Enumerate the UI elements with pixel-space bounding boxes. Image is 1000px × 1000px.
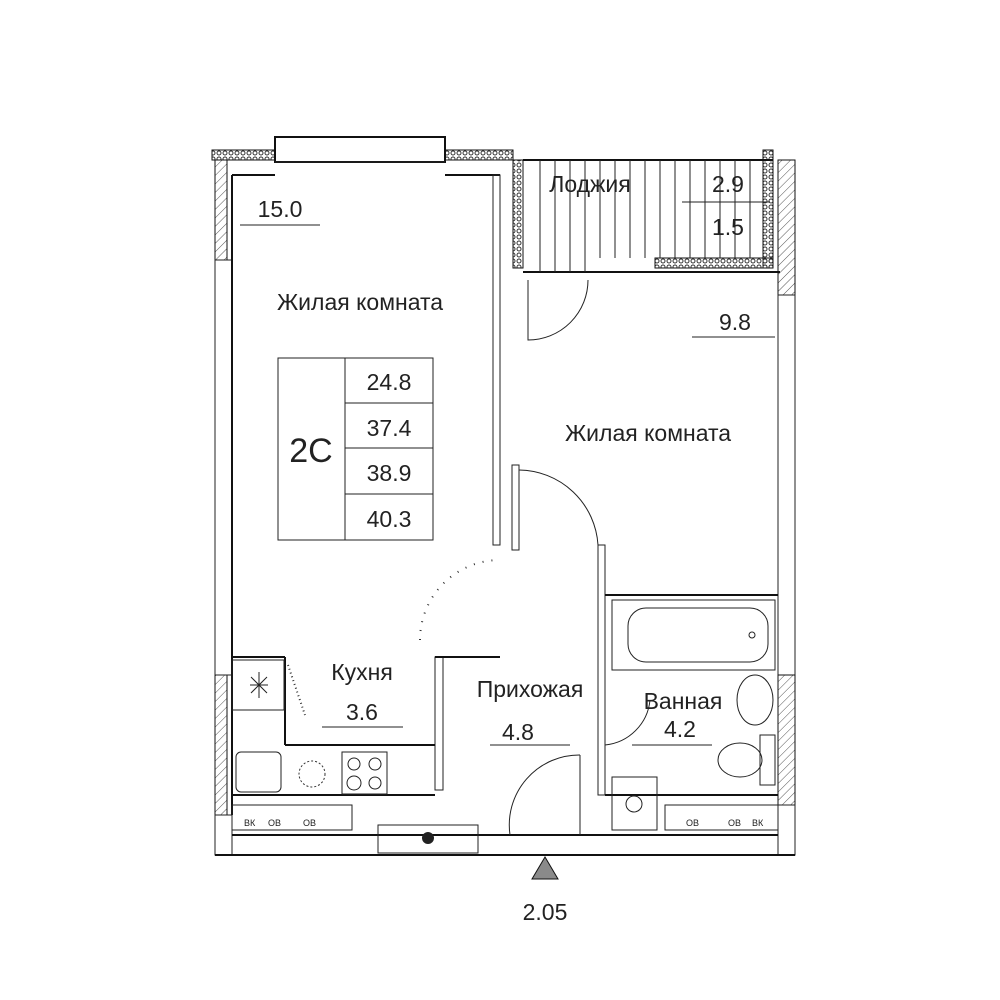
ceiling-height: 2.05 [523, 899, 568, 925]
bathtub-icon [627, 607, 769, 663]
area-total: 37.4 [367, 415, 412, 441]
washing-machine-icon [611, 776, 658, 831]
riser-label-ov: ОВ [686, 818, 699, 828]
room-name: Прихожая [477, 676, 584, 702]
washbasin-icon [736, 674, 774, 726]
riser-label-ov: ОВ [268, 818, 281, 828]
riser-label-vk: ВК [752, 818, 764, 828]
electric-panel-icon [422, 832, 434, 844]
apartment-type: 2С [289, 432, 332, 470]
interior-walls [232, 174, 778, 796]
apartment-summary-table: 2С 24.8 37.4 38.9 40.3 [277, 357, 434, 541]
room-area: 3.6 [346, 699, 378, 725]
entrance-panel [377, 824, 479, 854]
outer-walls [211, 136, 796, 856]
bathroom-fixtures [611, 599, 776, 831]
room-area: 4.2 [664, 716, 696, 742]
dishwasher-icon [298, 760, 326, 788]
toilet-tank-icon [759, 734, 776, 786]
riser-label-vk: ВК [244, 818, 256, 828]
entrance-marker-icon [531, 856, 559, 880]
loggia [512, 149, 780, 273]
room-name: Жилая комната [277, 289, 443, 315]
room-area: 2.9 [712, 171, 744, 197]
room-name: Жилая комната [565, 420, 731, 446]
kitchen-fixtures [231, 659, 388, 795]
sink-icon [235, 751, 282, 793]
ventilation-icon [250, 672, 268, 698]
risers: ВК ОВ ОВ ОВ ОВ ВК [231, 804, 779, 854]
toilet-icon [717, 742, 763, 778]
riser-label-ov: ОВ [303, 818, 316, 828]
stove-icon [341, 751, 388, 795]
riser-label-ov: ОВ [728, 818, 741, 828]
room-area-reduced: 1.5 [712, 214, 744, 240]
area-total-with-loggia: 40.3 [367, 506, 412, 532]
room-area: 9.8 [719, 309, 751, 335]
room-area: 4.8 [502, 719, 534, 745]
room-labels: 15.0 Жилая комната Лоджия 2.9 1.5 9.8 Жи… [240, 171, 775, 746]
room-name: Ванная [644, 688, 723, 714]
room-name: Кухня [331, 659, 393, 685]
area-total-with-loggia-reduced: 38.9 [367, 460, 412, 486]
doors [287, 279, 651, 836]
room-area: 15.0 [258, 196, 303, 222]
area-living: 24.8 [367, 369, 412, 395]
room-name: Лоджия [549, 171, 631, 197]
